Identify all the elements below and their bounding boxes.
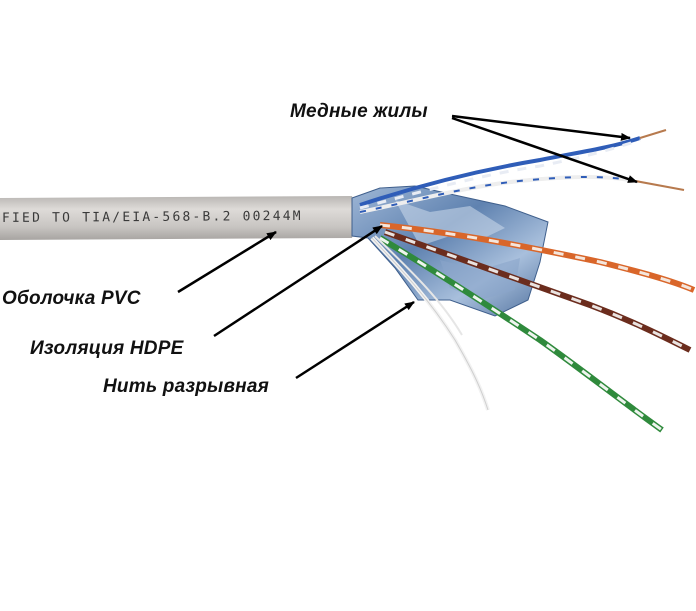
copper-wires [629,129,685,191]
white-blue-pair [359,175,631,214]
ripcord-label: Нить разрывная [103,376,269,397]
ripcord-strands [370,235,490,411]
pointer-arrows [177,114,638,380]
hdpe-insulation-label: Изоляция HDPE [30,338,184,359]
copper-wires-label: Медные жилы [290,101,428,122]
jacket-print-text: FIED TO TIA/EIA-568-B.2 00244M [2,209,303,226]
pvc-jacket-label: Оболочка PVC [2,288,141,309]
orange-twisted-pair [379,222,696,293]
copper-arrow-upper [451,114,631,141]
blue-twisted-pair [359,136,641,210]
ripcord-arrow [295,300,415,380]
pvc-jacket: FIED TO TIA/EIA-568-B.2 00244M [0,196,355,240]
hdpe-arrow [213,224,383,338]
green-twisted-pair [378,235,664,433]
brown-twisted-pair [383,229,692,353]
copper-arrow-lower [451,116,638,184]
pvc-arrow [177,230,277,294]
